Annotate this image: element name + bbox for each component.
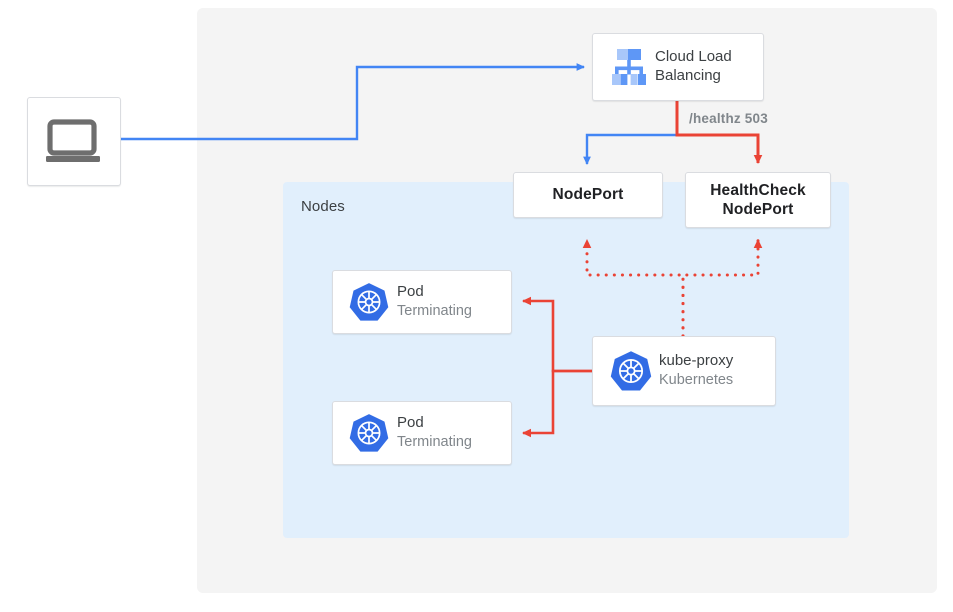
pod-text: Pod Terminating <box>397 414 472 452</box>
pod-status: Terminating <box>397 433 472 450</box>
healthcheck-nodeport-label-line2: NodePort <box>722 201 794 218</box>
pod-status: Terminating <box>397 302 472 319</box>
nodeport-node[interactable]: NodePort <box>513 172 663 218</box>
cloud-load-balancing-node[interactable]: Cloud Load Balancing <box>592 33 764 101</box>
cloud-load-balancing-text: Cloud Load Balancing <box>655 48 732 86</box>
cloud-load-balancing-title-line2: Balancing <box>655 67 721 84</box>
pod-title: Pod <box>397 283 424 301</box>
kubernetes-icon <box>341 281 397 323</box>
healthz-status-label: /healthz 503 <box>689 111 768 126</box>
nodes-region-label: Nodes <box>301 198 345 215</box>
client-node[interactable] <box>27 97 121 186</box>
kube-proxy-node[interactable]: kube-proxy Kubernetes <box>592 336 776 406</box>
healthcheck-nodeport-text: HealthCheck NodePort <box>710 181 806 220</box>
pod-text: Pod Terminating <box>397 283 472 321</box>
healthcheck-nodeport-node[interactable]: HealthCheck NodePort <box>685 172 831 228</box>
kubernetes-icon <box>603 349 659 393</box>
kubernetes-icon <box>341 412 397 454</box>
pod-node[interactable]: Pod Terminating <box>332 401 512 465</box>
laptop-icon <box>45 118 103 165</box>
kube-proxy-text: kube-proxy Kubernetes <box>659 352 733 390</box>
cloud-load-balancing-title-line1: Cloud Load <box>655 48 732 66</box>
kube-proxy-title: kube-proxy <box>659 352 734 370</box>
cloud-load-balancing-icon <box>603 47 655 87</box>
kube-proxy-subtitle: Kubernetes <box>659 371 734 388</box>
pod-node[interactable]: Pod Terminating <box>332 270 512 334</box>
pod-title: Pod <box>397 414 424 432</box>
healthcheck-nodeport-label-line1: HealthCheck <box>710 181 806 199</box>
nodeport-label: NodePort <box>552 186 624 204</box>
